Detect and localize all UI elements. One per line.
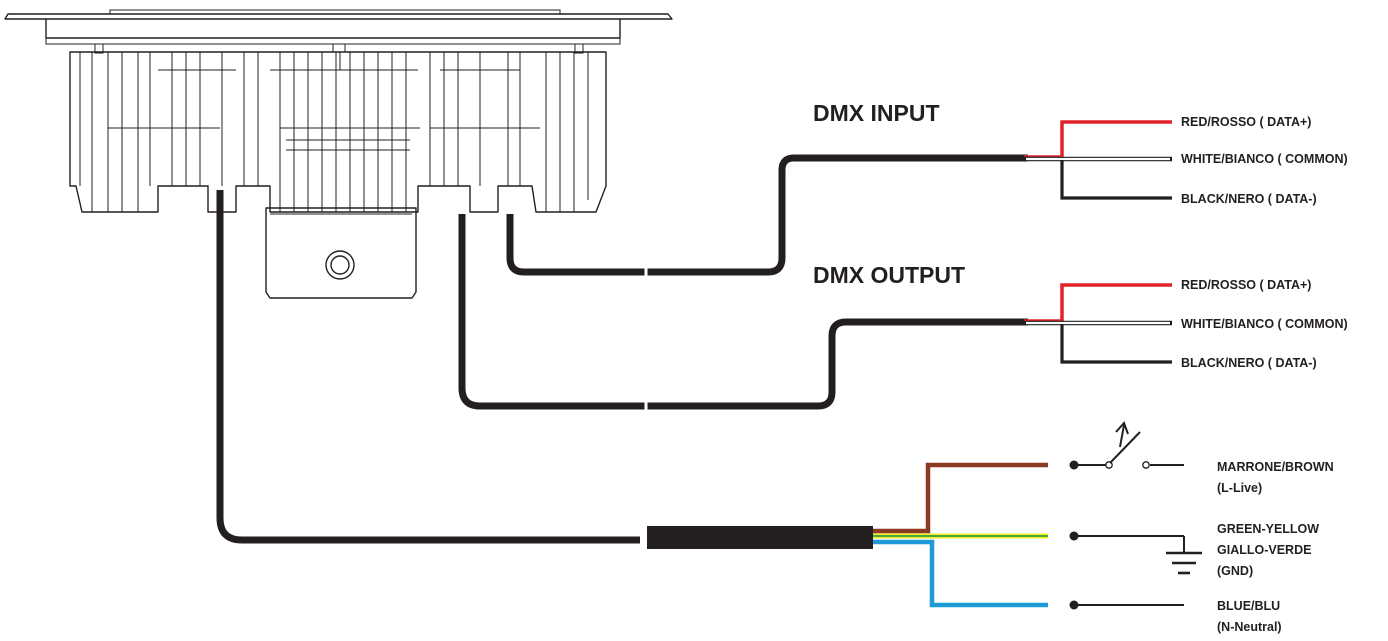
ground-symbol: [1069, 531, 1202, 575]
ground-sublabel: (GND): [1217, 564, 1253, 578]
dmx-input-white-label: WHITE/BIANCO ( COMMON): [1181, 152, 1348, 166]
neutral-label: BLUE/BLU: [1217, 599, 1280, 613]
dmx-output-wires: [1024, 283, 1172, 364]
wire-red: [1024, 283, 1172, 323]
ground-label-it: GIALLO-VERDE: [1217, 543, 1311, 557]
wire-black: [1060, 324, 1172, 364]
dmx-input-cable: [506, 154, 1028, 278]
dmx-output-red-label: RED/ROSSO ( DATA+): [1181, 278, 1311, 292]
dmx-output-title: DMX OUTPUT: [813, 262, 965, 288]
wire-brown: [873, 462, 1048, 534]
neutral-terminal: [1069, 600, 1184, 610]
dmx-input-black-label: BLACK/NERO ( DATA-): [1181, 192, 1317, 206]
dmx-input-title: DMX INPUT: [813, 100, 940, 126]
dmx-input-wires: [1024, 120, 1172, 200]
power-cable: [216, 190, 873, 549]
dmx-output-cable: [458, 214, 1028, 412]
ground-label: GREEN-YELLOW: [1217, 522, 1319, 536]
live-sublabel: (L-Live): [1217, 481, 1262, 495]
dmx-output-black-label: BLACK/NERO ( DATA-): [1181, 356, 1317, 370]
wire-blue: [873, 539, 1048, 608]
neutral-sublabel: (N-Neutral): [1217, 620, 1282, 634]
switch-symbol: [1069, 421, 1184, 470]
wire-black: [1060, 160, 1172, 200]
power-wires: [873, 462, 1048, 608]
live-label: MARRONE/BROWN: [1217, 460, 1334, 474]
dmx-input-red-label: RED/ROSSO ( DATA+): [1181, 115, 1311, 129]
dmx-output-white-label: WHITE/BIANCO ( COMMON): [1181, 317, 1348, 331]
luminaire-body: [4, 9, 673, 299]
wire-red: [1024, 120, 1172, 159]
